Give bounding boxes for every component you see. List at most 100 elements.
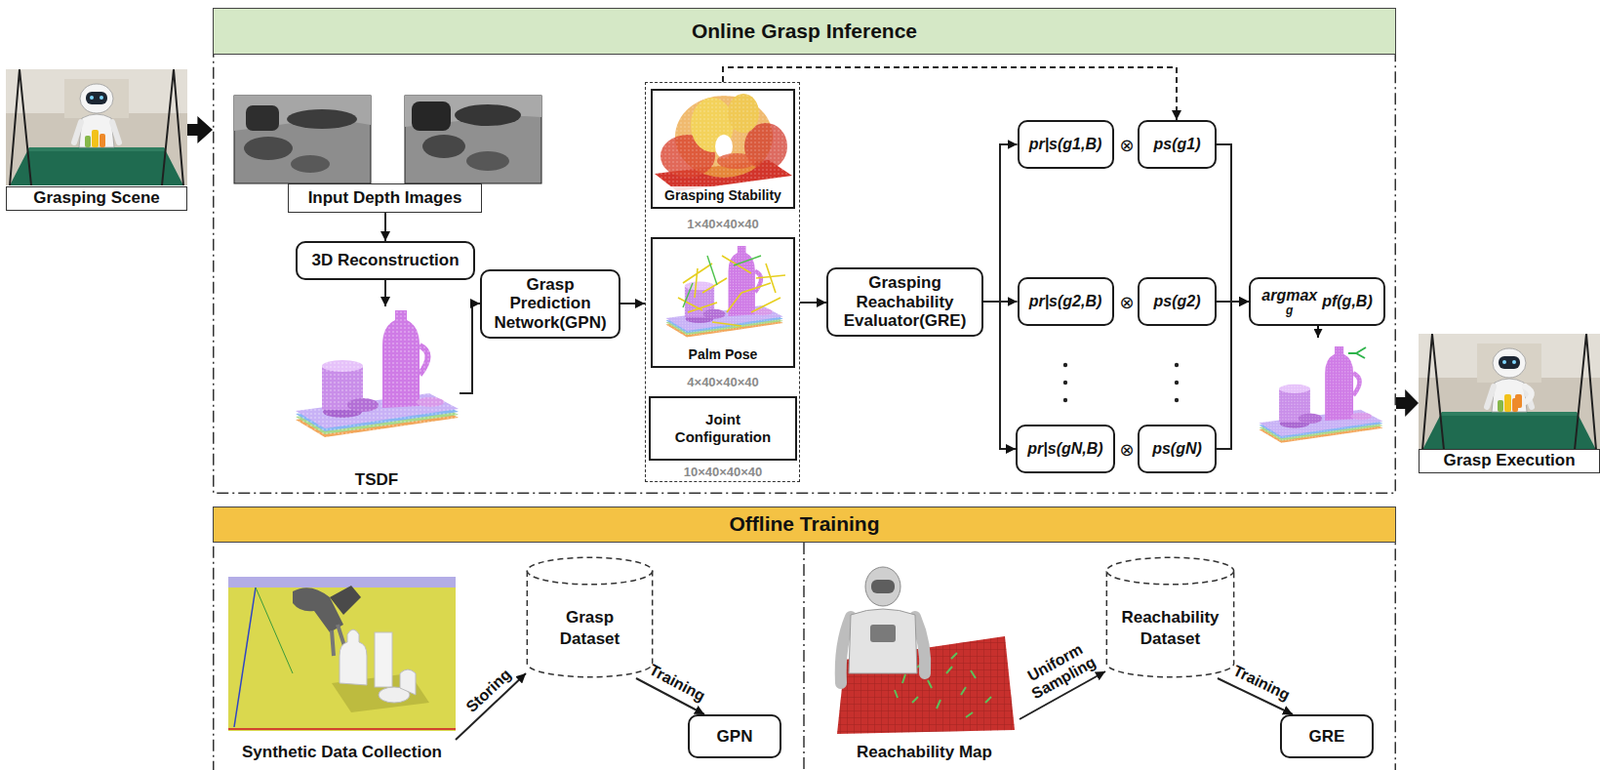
node-label: Input Depth Images — [308, 188, 463, 208]
depth-image — [454, 104, 521, 126]
probability-box: ps(g2) — [1137, 277, 1217, 326]
panel-outline — [213, 8, 1397, 494]
edge-label: Uniform Sampling — [1016, 635, 1104, 705]
result-volume — [1348, 347, 1366, 359]
tensor-size: 4×40×40×40 — [686, 374, 759, 390]
simulation-render — [400, 669, 416, 695]
ellipsis-dots — [1174, 362, 1179, 367]
ellipsis-dots — [1063, 362, 1179, 402]
operator-symbol: ⊗ — [1119, 291, 1134, 313]
node-label: Grasp Dataset — [538, 606, 641, 649]
arrow-connector — [800, 301, 827, 304]
depth-image — [411, 101, 451, 131]
output-box: Joint Configuration — [648, 396, 798, 461]
node-label: Synthetic Data Collection — [239, 742, 445, 762]
stability-map — [652, 90, 794, 189]
execution-photo — [1515, 394, 1522, 408]
ellipsis-dots — [1063, 380, 1068, 385]
depth-image — [234, 95, 371, 184]
output-group: 1×40×40×404×40×40×4010×40×40×40Grasping … — [644, 81, 800, 482]
node-label: 3D Reconstruction — [311, 250, 459, 271]
cylinder-outline — [1106, 570, 1234, 678]
depth-image — [286, 109, 358, 129]
reachability-render — [865, 566, 901, 606]
ellipsis-dots — [1063, 362, 1068, 367]
photo-caption: Grasping Scene — [5, 69, 188, 211]
operator-symbol: ⊗ — [1119, 439, 1134, 460]
panel-heading: Offline Training — [212, 506, 1397, 543]
arrow-connector — [459, 303, 480, 394]
node-label: GPN — [717, 726, 754, 747]
palm-pose-map — [678, 255, 786, 326]
probability-box: pr|s(g1,B) — [1017, 120, 1115, 169]
arrow-connector — [384, 280, 387, 307]
network-box: Grasping Reachability Evaluator(GRE) — [826, 267, 984, 337]
figure-caption: Synthetic Data Collection — [228, 576, 456, 762]
simulation-render — [228, 576, 456, 731]
arrow-connector — [620, 302, 645, 305]
math-label: pr|s(g2,B) — [1029, 292, 1103, 311]
palm-pose-map — [664, 242, 786, 339]
probability-box: ps(gN) — [1137, 424, 1217, 474]
node-label: Grasping Scene — [5, 186, 188, 211]
database-cylinder: Grasp Dataset — [525, 556, 654, 679]
arrow-connector — [1216, 301, 1249, 449]
reachability-render — [870, 624, 896, 642]
output-map-box: Grasping Stability — [650, 88, 796, 209]
math-label: argmax — [1261, 286, 1318, 305]
stage-panel: Offline TrainingSynthetic Data Collectio… — [212, 506, 1397, 770]
math-label: pr|s(g1,B) — [1029, 135, 1103, 154]
node-label: TSDF — [352, 470, 401, 490]
block-arrow — [187, 116, 213, 144]
panel-heading: Online Grasp Inference — [212, 7, 1397, 55]
depth-image — [234, 95, 371, 184]
result-volume — [1317, 325, 1320, 338]
ellipsis-dots — [1174, 380, 1179, 385]
node-label: Palm Pose — [686, 345, 760, 364]
tsdf-volume — [293, 306, 460, 440]
simulation-render — [374, 632, 393, 687]
result-volume — [1257, 325, 1384, 444]
execution-photo — [1521, 386, 1532, 404]
probability-box: pr|s(gN,B) — [1015, 424, 1116, 474]
depth-image — [404, 95, 542, 184]
photo-caption: Grasp Execution — [1418, 333, 1600, 474]
figure-caption: TSDF — [293, 306, 460, 490]
math-label: ps(g2) — [1154, 292, 1201, 311]
reachability-render — [871, 579, 895, 594]
node-label: Reachability Map — [853, 742, 996, 762]
node-label: Joint Configuration — [656, 410, 790, 446]
arrow-connector — [983, 301, 1016, 449]
selection-box: argmaxgpf(g,B) — [1248, 277, 1386, 326]
network-box: Grasp Prediction Network(GPN) — [480, 269, 621, 339]
depth-image — [243, 136, 293, 160]
tsdf-volume — [293, 306, 460, 440]
cylinder-outline — [526, 557, 652, 585]
depth-image — [466, 151, 510, 171]
argmax-operator: argmaxg — [1261, 286, 1318, 317]
math-label: ps(gN) — [1152, 440, 1202, 458]
model-box: GPN — [687, 714, 782, 759]
simulation-render — [339, 629, 367, 685]
arrow-connector — [384, 212, 387, 241]
execution-photo — [1418, 333, 1600, 450]
probability-box: pr|s(g2,B) — [1017, 277, 1115, 326]
math-label: pf(g,B) — [1321, 292, 1373, 311]
node-label: Reachability Dataset — [1119, 606, 1222, 649]
panel-outline — [213, 507, 1397, 770]
dashed-arrow — [722, 67, 1177, 120]
math-subscript: g — [1285, 304, 1293, 317]
simulation-render — [228, 576, 456, 588]
tensor-size: 10×40×40×40 — [683, 464, 763, 480]
panel-divider — [803, 542, 805, 770]
ellipsis-dots — [1174, 398, 1179, 402]
database-cylinder: Reachability Dataset — [1105, 556, 1236, 679]
reachability-render — [837, 566, 1015, 734]
depth-image — [404, 95, 542, 184]
execution-photo — [1418, 333, 1600, 450]
node-label: Grasp Prediction Network(GPN) — [489, 275, 611, 333]
edge-label: Training — [645, 661, 708, 706]
scene-photo — [5, 69, 188, 186]
